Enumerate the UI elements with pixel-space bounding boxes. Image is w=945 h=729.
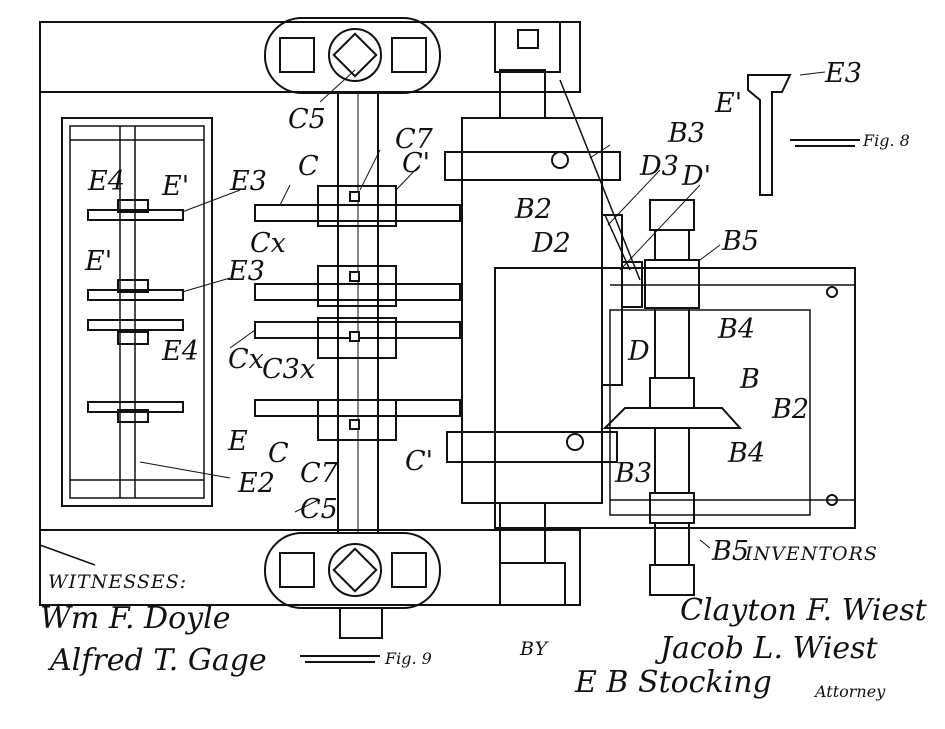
label-e: E: [227, 426, 248, 457]
label-b2-left: B2: [514, 194, 552, 225]
pulley-d: [601, 214, 623, 386]
by-caption: BY: [519, 638, 550, 660]
label-b5-bot: B5: [711, 536, 749, 567]
label-c7-top: C7: [395, 124, 434, 155]
fig-detail-number: Fig. 8: [862, 131, 910, 150]
label-b: B: [739, 364, 760, 395]
label-d2: D2: [531, 228, 571, 259]
inventor-2-signature: Jacob L. Wiest: [654, 631, 879, 666]
label-b3-bot: B3: [614, 458, 652, 489]
label-e1-b: E': [84, 246, 112, 277]
label-e3-detail: E3: [824, 58, 862, 89]
cutter-1: [254, 204, 461, 222]
witnesses-caption: WITNESSES:: [48, 571, 187, 593]
label-e4-b: E4: [161, 336, 199, 367]
label-d: D: [627, 336, 650, 367]
attorney-caption: Attorney: [813, 682, 886, 701]
label-e3-a: E3: [229, 166, 267, 197]
label-b4-b: B4: [727, 438, 765, 469]
label-c3x: C3x: [262, 354, 315, 385]
drum-top-collar: [444, 151, 621, 181]
label-cx-b: Cx: [228, 344, 264, 375]
witness-1-signature: Wm F. Doyle: [40, 601, 230, 636]
label-d1: D': [681, 161, 711, 192]
label-c1-a: C': [402, 148, 430, 179]
drum-bottom-collar: [446, 431, 618, 463]
label-e4-a: E4: [87, 166, 125, 197]
label-cx-a: Cx: [250, 228, 286, 259]
drum: [461, 117, 603, 504]
label-e1-a: E': [161, 171, 189, 202]
label-b3-top: B3: [667, 118, 705, 149]
detail-tooth: [747, 74, 792, 196]
label-b2-right: B2: [771, 394, 809, 425]
label-c-b: C: [268, 438, 289, 469]
witness-2-signature: Alfred T. Gage: [47, 643, 267, 678]
attorney-signature: E B Stocking: [574, 665, 772, 700]
label-c5-top: C5: [288, 104, 326, 135]
inventor-1-signature: Clayton F. Wiest: [680, 593, 928, 628]
label-e2: E2: [237, 468, 275, 499]
label-e1-detail: E': [714, 88, 742, 119]
label-b4-a: B4: [717, 314, 755, 345]
label-c1-b: C': [405, 446, 433, 477]
label-c-a: C: [298, 151, 319, 182]
label-e3-b: E3: [227, 256, 265, 287]
grate-panel: [61, 117, 213, 507]
frame-bottom-rail: [39, 529, 581, 606]
label-c5-bot: C5: [300, 494, 338, 525]
cone-b: [602, 407, 743, 429]
slide-frame: [494, 267, 856, 529]
screw-thread: [654, 307, 690, 379]
label-d3: D3: [639, 151, 679, 182]
fig-main-number: Fig. 9: [384, 649, 432, 668]
inventors-caption: INVENTORS: [744, 543, 878, 565]
label-c7-bot: C7: [300, 458, 339, 489]
label-b5-top: B5: [721, 226, 759, 257]
